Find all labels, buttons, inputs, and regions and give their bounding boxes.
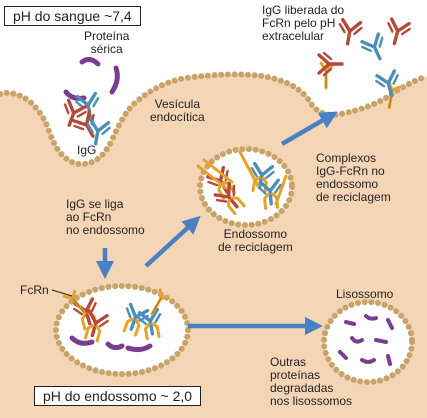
fcrn-label: FcRn xyxy=(20,283,49,297)
flow-arrows xyxy=(96,111,338,335)
fcrn-pointer xyxy=(51,289,73,297)
serum-proteins xyxy=(63,56,120,101)
arrow-to-surface xyxy=(280,111,338,146)
igg-antibodies-pit xyxy=(57,91,113,148)
serum-protein-label: Proteína sérica xyxy=(84,29,130,56)
endocytic-vesicle-label: Vesícula endocítica xyxy=(150,97,205,124)
endosome-contents xyxy=(62,287,172,353)
degraded-proteins xyxy=(338,314,394,366)
degraded-proteins-label: Outras proteínas degradadas nos lisossom… xyxy=(270,355,353,408)
arrow-to-recycling xyxy=(144,215,201,268)
lysosome-label: Lisossomo xyxy=(336,287,394,301)
igg-label: IgG xyxy=(77,143,97,157)
complexes-label: Complexos IgG-FcRn no endossomo de recic… xyxy=(316,151,391,204)
blood-ph-label: pH do sangue ~7,4 xyxy=(4,6,141,26)
igg-fcrn-complexes xyxy=(196,150,288,217)
endosome-ph-label: pH do endossomo ~ 2,0 xyxy=(34,386,202,406)
igg-released-label: IgG liberada do FcRn pelo pH extracelula… xyxy=(262,3,345,43)
igg-binds-label: IgG se liga ao FcRn no endossomo xyxy=(66,197,145,237)
plasma-membrane xyxy=(0,71,427,168)
recycling-endosome-label: Endossomo de reciclagem xyxy=(218,227,293,254)
